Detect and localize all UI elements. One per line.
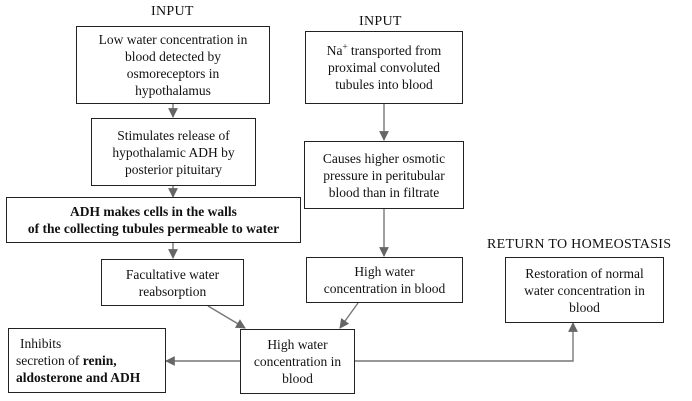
- node-inhibits-secretion: Inhibits secretion of renin, aldosterone…: [8, 328, 166, 393]
- node-text: reabsorption: [138, 283, 207, 299]
- node-text: Restoration of normal: [525, 265, 644, 281]
- node-text: hypothalamic ADH by: [112, 144, 235, 160]
- node-high-water-concentration-center: High water concentration in blood: [240, 329, 355, 394]
- node-higher-osmotic-pressure: Causes higher osmotic pressure in peritu…: [304, 141, 464, 209]
- return-to-homeostasis-label: RETURN TO HOMEOSTASIS: [487, 237, 672, 252]
- node-restoration-of-normal: Restoration of normal water concentratio…: [505, 257, 664, 323]
- input-right-label: INPUT: [359, 14, 402, 29]
- node-text: blood detected by: [125, 49, 221, 64]
- node-text: High water: [354, 264, 415, 279]
- node-text: ADH makes cells in the walls: [70, 204, 237, 219]
- node-high-water-concentration-right: High water concentration in blood: [306, 257, 463, 303]
- node-text: Stimulates release of: [117, 127, 230, 143]
- node-adh-makes-cells-permeable: ADH makes cells in the walls of the coll…: [6, 197, 301, 243]
- node-text: blood: [569, 299, 600, 315]
- node-text: Facultative water: [125, 266, 220, 282]
- node-text: Inhibits: [20, 336, 62, 351]
- node-text: osmoreceptors in: [126, 66, 220, 81]
- node-text: blood: [282, 371, 313, 386]
- node-text: blood than in filtrate: [328, 184, 440, 200]
- node-text: Na+ transported from: [326, 41, 442, 58]
- node-stimulates-release: Stimulates release of hypothalamic ADH b…: [91, 118, 256, 186]
- node-text: aldosterone and ADH: [16, 370, 141, 385]
- node-na-transported: Na+ transported from proximal convoluted…: [305, 31, 463, 104]
- node-facultative-water-reabsorption: Facultative water reabsorption: [101, 259, 244, 306]
- node-text: Low water concentration in: [98, 32, 248, 47]
- node-text: hypothalamus: [135, 83, 211, 98]
- node-text: Causes higher osmotic: [322, 150, 446, 166]
- node-text: water concentration in: [524, 282, 645, 298]
- node-low-water-concentration: Low water concentration in blood detecte…: [76, 26, 270, 104]
- input-left-label: INPUT: [151, 4, 194, 19]
- node-text: secretion of renin,: [16, 353, 117, 368]
- node-text: posterior pituitary: [124, 161, 223, 177]
- node-text: concentration in: [253, 354, 342, 369]
- arrow-center-to-restoration: [355, 322, 578, 362]
- node-text: of the collecting tubules permeable to w…: [27, 221, 280, 236]
- node-text: concentration in blood: [323, 281, 446, 296]
- node-text: proximal convoluted: [327, 60, 441, 75]
- node-text: tubules into blood: [335, 77, 433, 92]
- arrow-highright-to-center: [339, 302, 359, 329]
- node-text: High water: [267, 337, 328, 352]
- node-text: pressure in peritubular: [323, 167, 445, 183]
- arrow-facultative-to-center: [207, 305, 246, 329]
